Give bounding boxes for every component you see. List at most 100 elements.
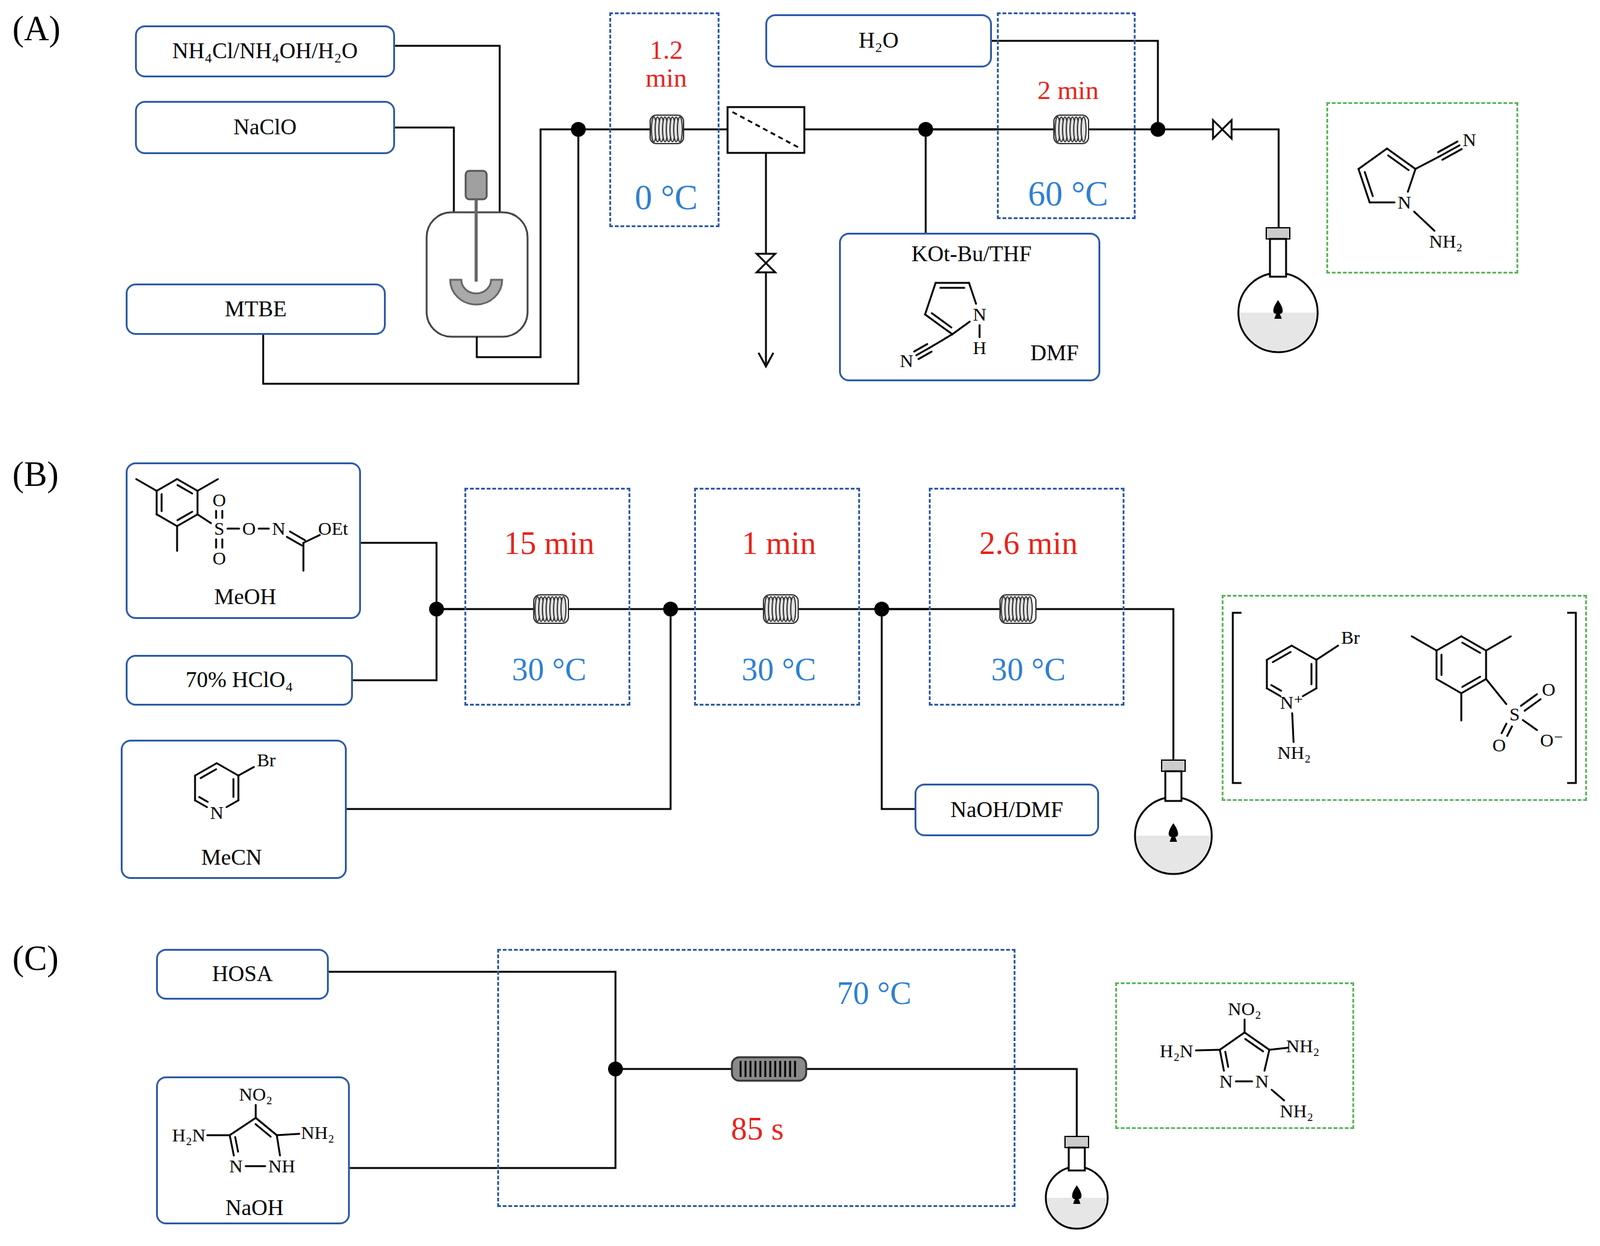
coil-winding [560, 596, 566, 622]
bond [156, 479, 178, 492]
bond [227, 528, 240, 531]
product-box: BrN⁺NH₂OSOO⁻ [1221, 595, 1587, 802]
bond [1460, 693, 1463, 721]
coil-reactor [1053, 115, 1089, 144]
coil-winding [790, 596, 796, 622]
chip-channel [779, 1061, 782, 1078]
atom-label: O⁻ [1539, 730, 1564, 751]
bond [1264, 1050, 1270, 1072]
bond [931, 313, 952, 328]
bond [221, 539, 224, 548]
bond [235, 1137, 239, 1153]
atom-label: NO₂ [1227, 999, 1262, 1020]
coil-reactor [1000, 595, 1036, 624]
atom-label: Br [1341, 627, 1360, 648]
bond [177, 479, 198, 492]
node-label: MeOH [214, 585, 277, 610]
node-label: NaClO [233, 114, 297, 140]
node-label: 0 °C [634, 179, 698, 217]
atom-label: O [212, 490, 227, 511]
bond [929, 334, 953, 348]
bond [1415, 156, 1441, 170]
flask-neck [1269, 239, 1287, 277]
flow-line [615, 1068, 732, 1071]
reagent-box: NH₄Cl/NH₄OH/H₂O [134, 25, 396, 78]
atom-label: NH₂ [1279, 1101, 1314, 1122]
bond [136, 479, 157, 492]
node-label: NH₄Cl/NH₄OH/H₂O [172, 38, 358, 64]
atom-label: Br [256, 750, 276, 771]
atom-label: N [972, 304, 987, 325]
bond [176, 526, 179, 552]
mixing-point [1150, 121, 1166, 137]
flask-bulb [1045, 1167, 1108, 1230]
bond [258, 528, 269, 531]
node-label: MeCN [201, 846, 262, 870]
flow-line [263, 129, 610, 384]
bond [276, 1135, 280, 1157]
atom-label: O [212, 548, 227, 569]
reagent-box: NaClO [134, 100, 396, 155]
bond [1486, 636, 1511, 651]
bond [1436, 679, 1462, 694]
chip-channel [744, 1061, 747, 1078]
bond [1436, 636, 1462, 651]
atom-label: NH₂ [1429, 231, 1463, 252]
bond [1291, 645, 1317, 661]
chip-reactor [731, 1057, 807, 1082]
atom-label: O [242, 518, 256, 539]
outlet-line [476, 129, 579, 358]
valve [1222, 120, 1232, 139]
node-label: MTBE [224, 296, 287, 322]
bond [238, 767, 254, 776]
bond [1486, 679, 1507, 705]
node-label: 30 °C [991, 653, 1066, 688]
coil-reactor [533, 595, 569, 624]
chip-channel [794, 1061, 797, 1078]
bond [229, 1135, 235, 1157]
panel-label: (A) [12, 11, 61, 46]
bond [229, 1118, 256, 1136]
bond [1219, 1050, 1225, 1072]
bond [255, 1105, 257, 1119]
bond [1358, 169, 1370, 203]
bond [1266, 660, 1269, 689]
bond [1388, 155, 1409, 171]
node-label: KOt-Bu/THF [911, 242, 1032, 267]
chip-channel [774, 1061, 777, 1078]
residence-zone: 2 min60 °C [996, 12, 1136, 220]
bond [1225, 1052, 1229, 1067]
node-label: 15 min [504, 526, 595, 561]
bond [1219, 1032, 1245, 1051]
bond [1271, 685, 1282, 692]
atom-label: S [1509, 704, 1521, 725]
reagent-box: 70% HClO₄ [125, 655, 353, 706]
bond [177, 512, 193, 521]
node-label: DMF [1030, 341, 1079, 366]
atom-label: H₂N [172, 1125, 206, 1146]
bond [1440, 145, 1460, 157]
chip-channel [739, 1061, 742, 1078]
atom-label: H₂N [1159, 1041, 1194, 1062]
bond [1269, 1048, 1288, 1051]
flow-line [328, 971, 498, 974]
valve [1213, 120, 1223, 139]
flow-line [349, 1167, 498, 1170]
bond [232, 779, 235, 798]
residence-zone: 1 min30 °C [694, 487, 861, 706]
flask-neck [1068, 1147, 1085, 1171]
chip-channel [754, 1061, 757, 1078]
feed-line [395, 45, 500, 213]
bond [925, 282, 936, 315]
bond [1243, 1019, 1246, 1033]
valve [756, 253, 776, 264]
bond [226, 800, 239, 808]
node-label: 30 °C [741, 653, 817, 688]
reagent-box: HOSA [156, 949, 329, 1000]
node-label: 1.2 min [637, 35, 695, 92]
drain-arrow [758, 352, 774, 367]
atom-label: N [1397, 192, 1412, 213]
chip-channel [749, 1061, 752, 1078]
flask-bulb [1134, 797, 1212, 875]
